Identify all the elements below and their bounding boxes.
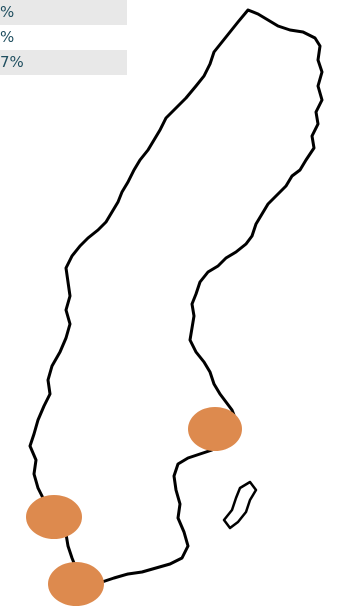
stat-row: 7% xyxy=(0,50,127,75)
stat-value: 7% xyxy=(0,53,24,71)
country-outline xyxy=(28,8,324,586)
city-marker[interactable] xyxy=(26,495,82,539)
island-outline xyxy=(222,480,258,530)
stat-row: % xyxy=(0,25,127,50)
city-marker[interactable] xyxy=(188,407,242,451)
city-marker[interactable] xyxy=(48,562,104,606)
stats-panel: % % 7% xyxy=(0,0,127,75)
stat-value: % xyxy=(0,28,15,46)
stat-row: % xyxy=(0,0,127,25)
stat-value: % xyxy=(0,3,15,21)
